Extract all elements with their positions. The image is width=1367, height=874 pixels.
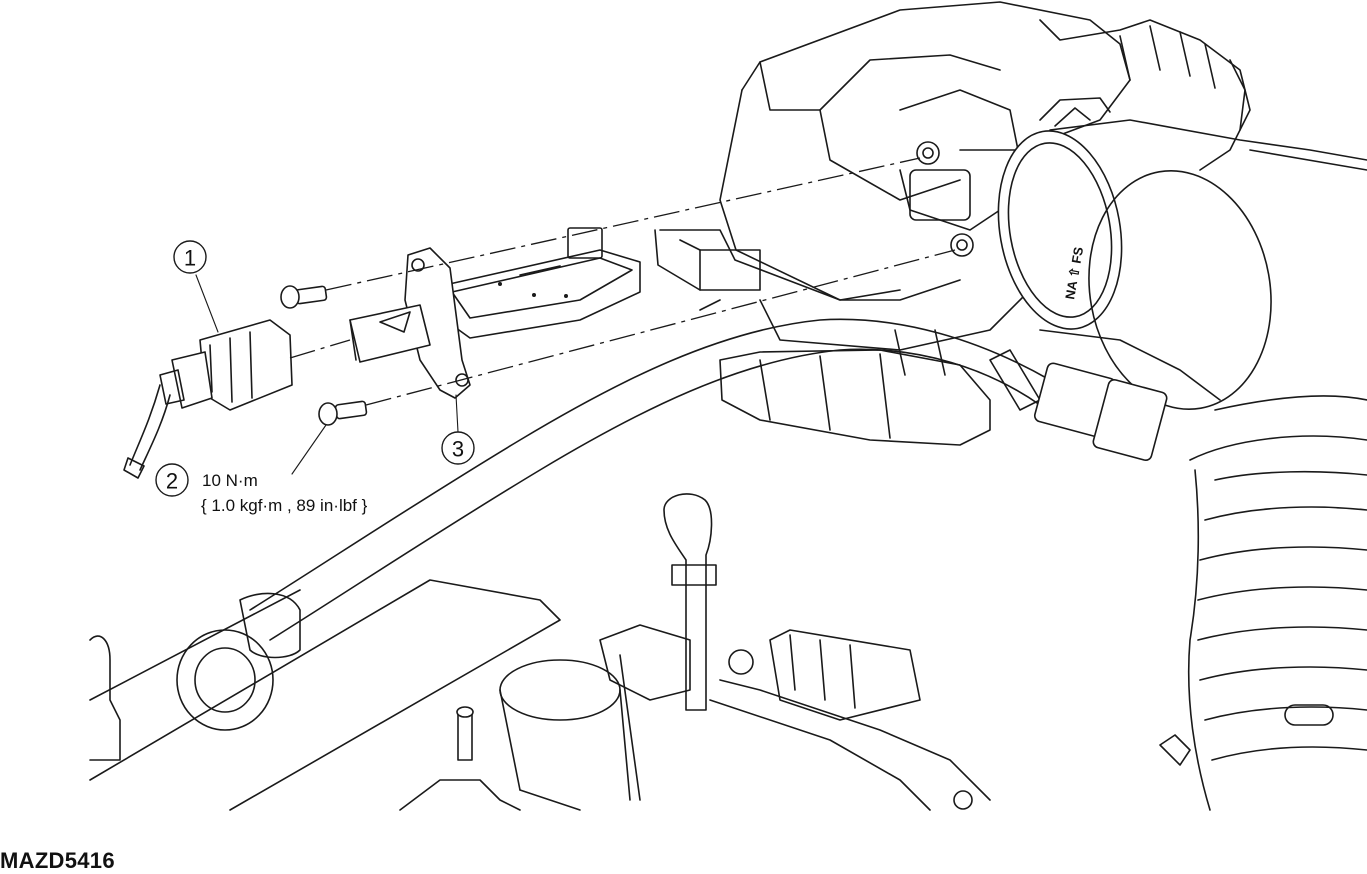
callout-number: 1 — [184, 246, 196, 271]
document-code: MAZD5416 — [0, 848, 115, 873]
callout-number: 2 — [166, 469, 178, 494]
callout-2: 2 — [155, 463, 189, 497]
torque-spec-primary: 10 N·m — [202, 471, 258, 490]
leader-lines — [195, 274, 459, 475]
air-cleaner-housing — [654, 1, 1251, 446]
assembly-alignment-lines — [289, 157, 956, 406]
torque-spec-secondary: { 1.0 kgf·m , 89 in·lbf } — [201, 496, 368, 515]
bolt-upper — [280, 285, 328, 309]
callout-3: 3 — [441, 431, 475, 465]
wiring-harness — [249, 239, 1168, 641]
callout-1: 1 — [173, 240, 207, 274]
maf-connector — [123, 319, 293, 479]
bolt-lower — [318, 400, 368, 426]
maf-sensor — [349, 227, 641, 399]
callout-number: 3 — [452, 437, 464, 462]
housing-bolt-holes — [916, 141, 974, 257]
air-intake-duct — [997, 97, 1367, 811]
engine-components-lower — [89, 493, 991, 811]
